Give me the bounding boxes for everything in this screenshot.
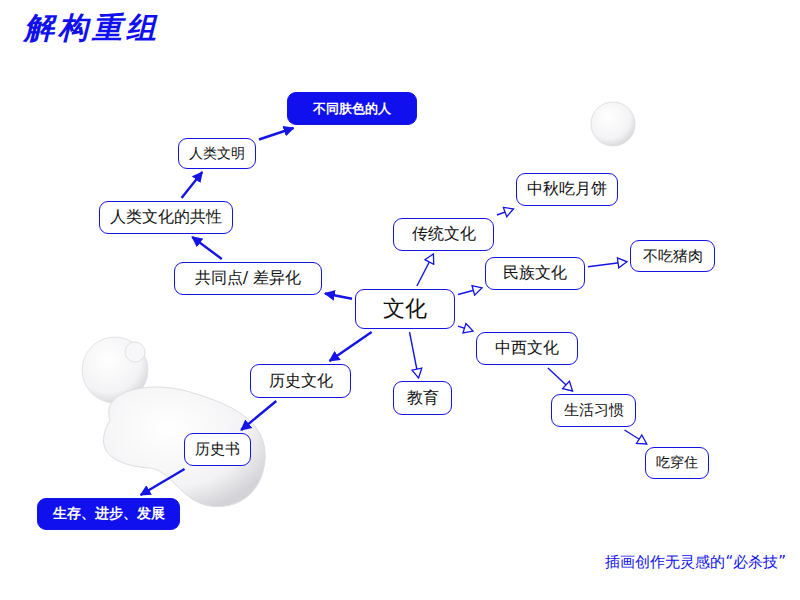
topic-box: 中秋吃月饼 xyxy=(516,173,618,206)
topic-box: 吃穿住 xyxy=(645,447,709,479)
arrow-connector xyxy=(417,254,434,286)
node-label: 传统文化 xyxy=(412,224,476,245)
node-label: 中西文化 xyxy=(495,338,559,359)
topic-box: 共同点/ 差异化 xyxy=(174,262,322,295)
arrow-connector xyxy=(259,128,294,140)
node-label: 吃穿住 xyxy=(656,454,698,472)
caption: 插画创作无灵感的“必杀技” xyxy=(605,553,786,572)
arrow-connector xyxy=(625,430,647,444)
topic-box: 传统文化 xyxy=(393,218,494,251)
arrow-connector xyxy=(330,332,372,361)
droplet xyxy=(125,342,145,362)
node-label: 生活习惯 xyxy=(564,401,624,420)
arrow-connector xyxy=(182,172,203,198)
arrow-connector xyxy=(497,209,513,215)
node-label: 民族文化 xyxy=(503,263,567,284)
topic-box: 中西文化 xyxy=(476,332,578,365)
topic-box: 民族文化 xyxy=(485,257,585,290)
node-label: 中秋吃月饼 xyxy=(527,179,607,200)
highlight-box: 生存、进步、发展 xyxy=(37,498,180,530)
topic-box: 历史书 xyxy=(184,433,251,466)
node-label: 不吃猪肉 xyxy=(643,247,703,266)
topic-box: 人类文化的共性 xyxy=(99,201,233,234)
node-label: 历史文化 xyxy=(269,371,333,392)
highlight-box: 不同肤色的人 xyxy=(287,92,417,125)
node-label: 人类文明 xyxy=(189,145,245,163)
topic-box: 文化 xyxy=(355,289,455,329)
node-label: 教育 xyxy=(407,388,439,409)
arrow-connector xyxy=(241,401,276,430)
arrow-connector xyxy=(192,237,222,259)
topic-box: 生活习惯 xyxy=(551,394,636,427)
arrow-connector xyxy=(141,469,185,495)
topic-box: 人类文明 xyxy=(178,138,256,169)
arrow-connector xyxy=(548,368,573,391)
arrow-connector xyxy=(410,332,419,378)
topic-box: 历史文化 xyxy=(250,364,351,398)
node-label: 不同肤色的人 xyxy=(313,100,391,118)
topic-box: 不吃猪肉 xyxy=(630,240,715,272)
node-label: 历史书 xyxy=(195,440,240,459)
node-label: 文化 xyxy=(383,294,427,324)
node-label: 共同点/ 差异化 xyxy=(195,268,301,289)
arrow-connector xyxy=(458,288,482,295)
node-label: 人类文化的共性 xyxy=(110,207,222,228)
arrow-connector xyxy=(588,262,627,267)
small-bubble xyxy=(591,102,635,146)
page-title: 解构重组 xyxy=(24,8,160,49)
arrow-connector xyxy=(325,293,352,298)
arrow-connector xyxy=(458,326,473,331)
node-label: 生存、进步、发展 xyxy=(53,505,165,523)
topic-box: 教育 xyxy=(393,381,452,415)
water-blob xyxy=(104,387,266,507)
